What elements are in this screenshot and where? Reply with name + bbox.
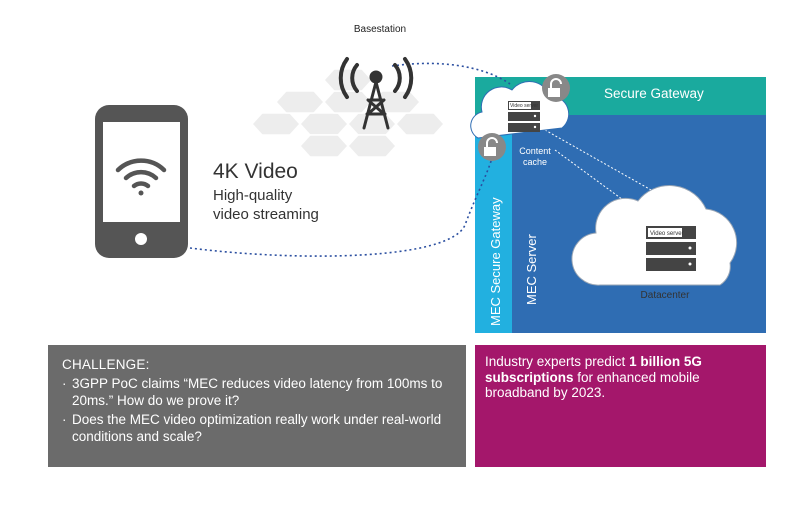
server-icon: Video server — [646, 226, 696, 271]
basestation-label: Basestation — [353, 24, 407, 35]
industry-prediction-box: Industry experts predict 1 billion 5G su… — [475, 345, 766, 467]
link-cache-to-datacenter-2 — [554, 149, 631, 206]
video-subtitle-line-2: video streaming — [213, 206, 319, 223]
content-cache-label: Content cache — [505, 146, 565, 168]
mec-secure-gateway-label: MEC Secure Gateway — [488, 197, 503, 326]
cell-hex-grid — [250, 68, 446, 158]
lock-icon — [542, 74, 570, 102]
industry-prediction-text: Industry experts predict 1 billion 5G su… — [485, 354, 756, 401]
server-icon: Video server — [508, 101, 540, 132]
lock-icon — [478, 133, 506, 161]
mec-server-label: MEC Server — [524, 234, 539, 305]
video-title: 4K Video — [213, 160, 298, 183]
content-cache-label-line-2: cache — [522, 157, 548, 167]
industry-text-post: for enhanced mobile broadband by 2023. — [485, 369, 700, 401]
video-subtitle: High-quality video streaming — [213, 186, 373, 224]
video-server-small-label: Video server — [510, 103, 538, 109]
challenge-list: 3GPP PoC claims “MEC reduces video laten… — [62, 375, 452, 445]
challenge-title: CHALLENGE: — [62, 357, 150, 372]
challenge-box: CHALLENGE: 3GPP PoC claims “MEC reduces … — [48, 345, 466, 467]
secure-gateway-label: Secure Gateway — [604, 86, 704, 101]
challenge-item: 3GPP PoC claims “MEC reduces video laten… — [62, 375, 452, 409]
datacenter-label: Datacenter — [640, 290, 690, 301]
industry-text-bold: 1 billion 5G subscriptions — [485, 354, 702, 385]
challenge-item: Does the MEC video optimization really w… — [62, 411, 452, 445]
wifi-icon — [115, 158, 167, 196]
video-server-large-label: Video server — [650, 231, 684, 237]
antenna-icon — [338, 57, 414, 130]
video-subtitle-line-1: High-quality — [213, 187, 293, 204]
content-cache-label-line-1: Content — [519, 146, 551, 156]
industry-text-pre: Industry experts predict — [485, 354, 630, 369]
